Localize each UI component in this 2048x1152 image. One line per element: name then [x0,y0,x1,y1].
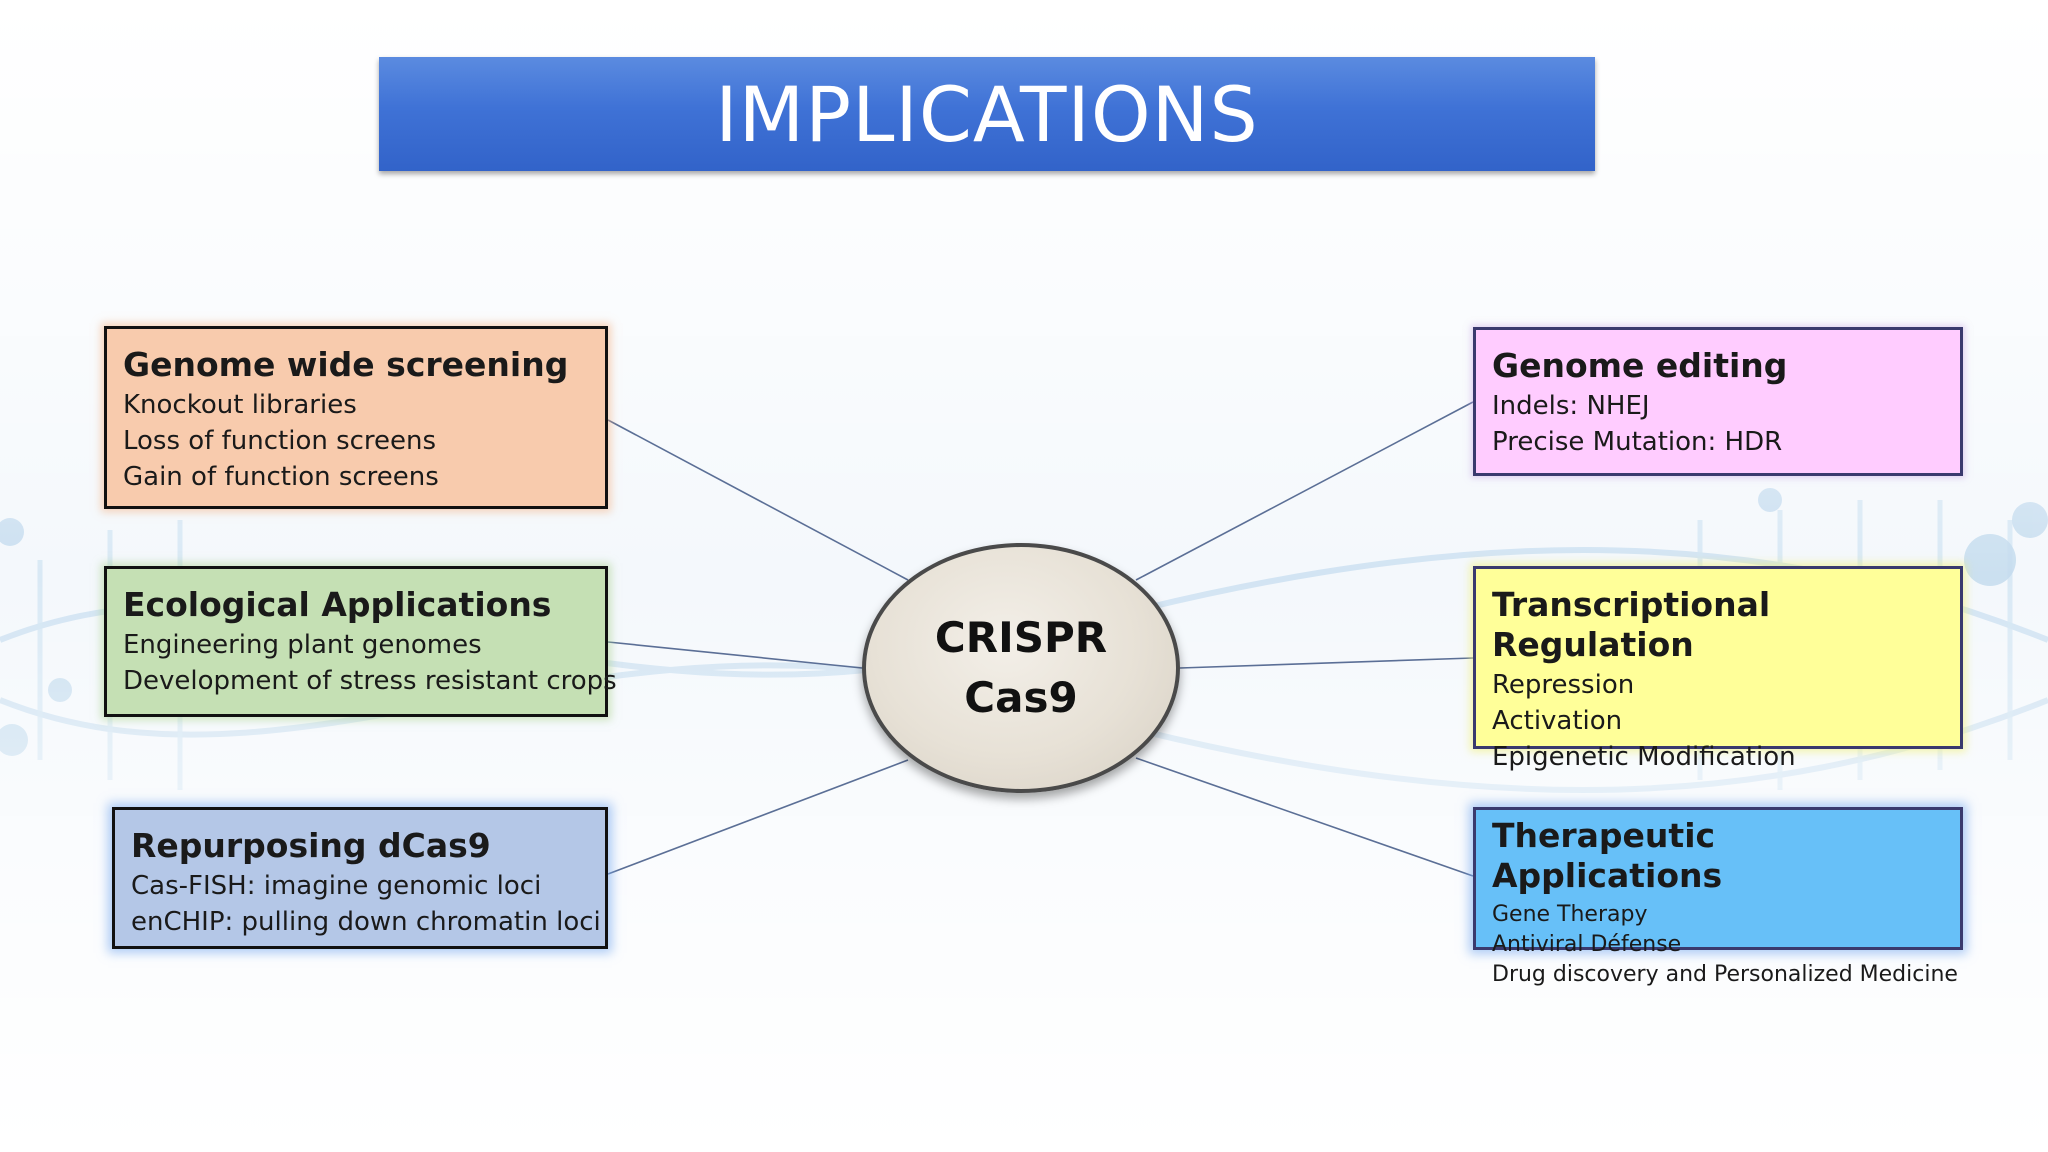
node-item: Gene Therapy [1492,902,1648,927]
page-title: IMPLICATIONS [715,69,1259,159]
node-item: Drug discovery and Personalized Medicine [1492,962,1958,987]
node-heading: Genome editing [1492,346,1788,385]
node-item: Engineering plant genomes [123,630,482,660]
crispr-cas9-hub: CRISPR Cas9 [862,543,1180,793]
node-heading: Therapeutic Applications [1492,816,1723,895]
node-ecological-applications: Ecological Applications Engineering plan… [104,566,617,717]
node-item: Loss of function screens [123,426,437,456]
node-item: Epigenetic Modification [1492,742,1796,772]
node-heading: Repurposing dCas9 [131,826,491,865]
node-heading: Genome wide screening [123,345,569,384]
node-item: Development of stress resistant crops [123,666,617,696]
connector-transcriptional-regulation [1179,657,1474,669]
connector-therapeutic-applications [1135,757,1474,877]
node-item: Gain of function screens [123,462,439,492]
hub-line-1: CRISPR [934,613,1108,662]
connector-ecological-applications [607,641,863,669]
connector-repurposing-dcas9 [607,759,909,875]
node-item: Precise Mutation: HDR [1492,427,1783,457]
node-item: Repression [1492,670,1635,700]
node-item: enCHIP: pulling down chromatin loci [131,907,601,937]
node-therapeutic-applications: Therapeutic Applications Gene Therapy An… [1473,807,1963,987]
connector-genome-wide-screening [607,419,909,581]
connector-genome-editing [1135,401,1474,581]
node-item: Cas-FISH: imagine genomic loci [131,871,542,901]
node-genome-editing: Genome editing Indels: NHEJ Precise Muta… [1473,327,1963,476]
node-item: Knockout libraries [123,390,357,420]
node-heading: Ecological Applications [123,585,552,624]
node-heading: Transcriptional Regulation [1492,585,1771,664]
node-item: Indels: NHEJ [1492,391,1650,421]
node-item: Activation [1492,706,1623,736]
node-genome-wide-screening: Genome wide screening Knockout libraries… [104,326,608,509]
node-item: Antiviral Défense [1492,932,1682,957]
title-banner: IMPLICATIONS [379,57,1595,171]
node-repurposing-dcas9: Repurposing dCas9 Cas-FISH: imagine geno… [112,807,608,949]
node-transcriptional-regulation: Transcriptional Regulation Repression Ac… [1473,566,1963,772]
hub-line-2: Cas9 [964,673,1078,722]
